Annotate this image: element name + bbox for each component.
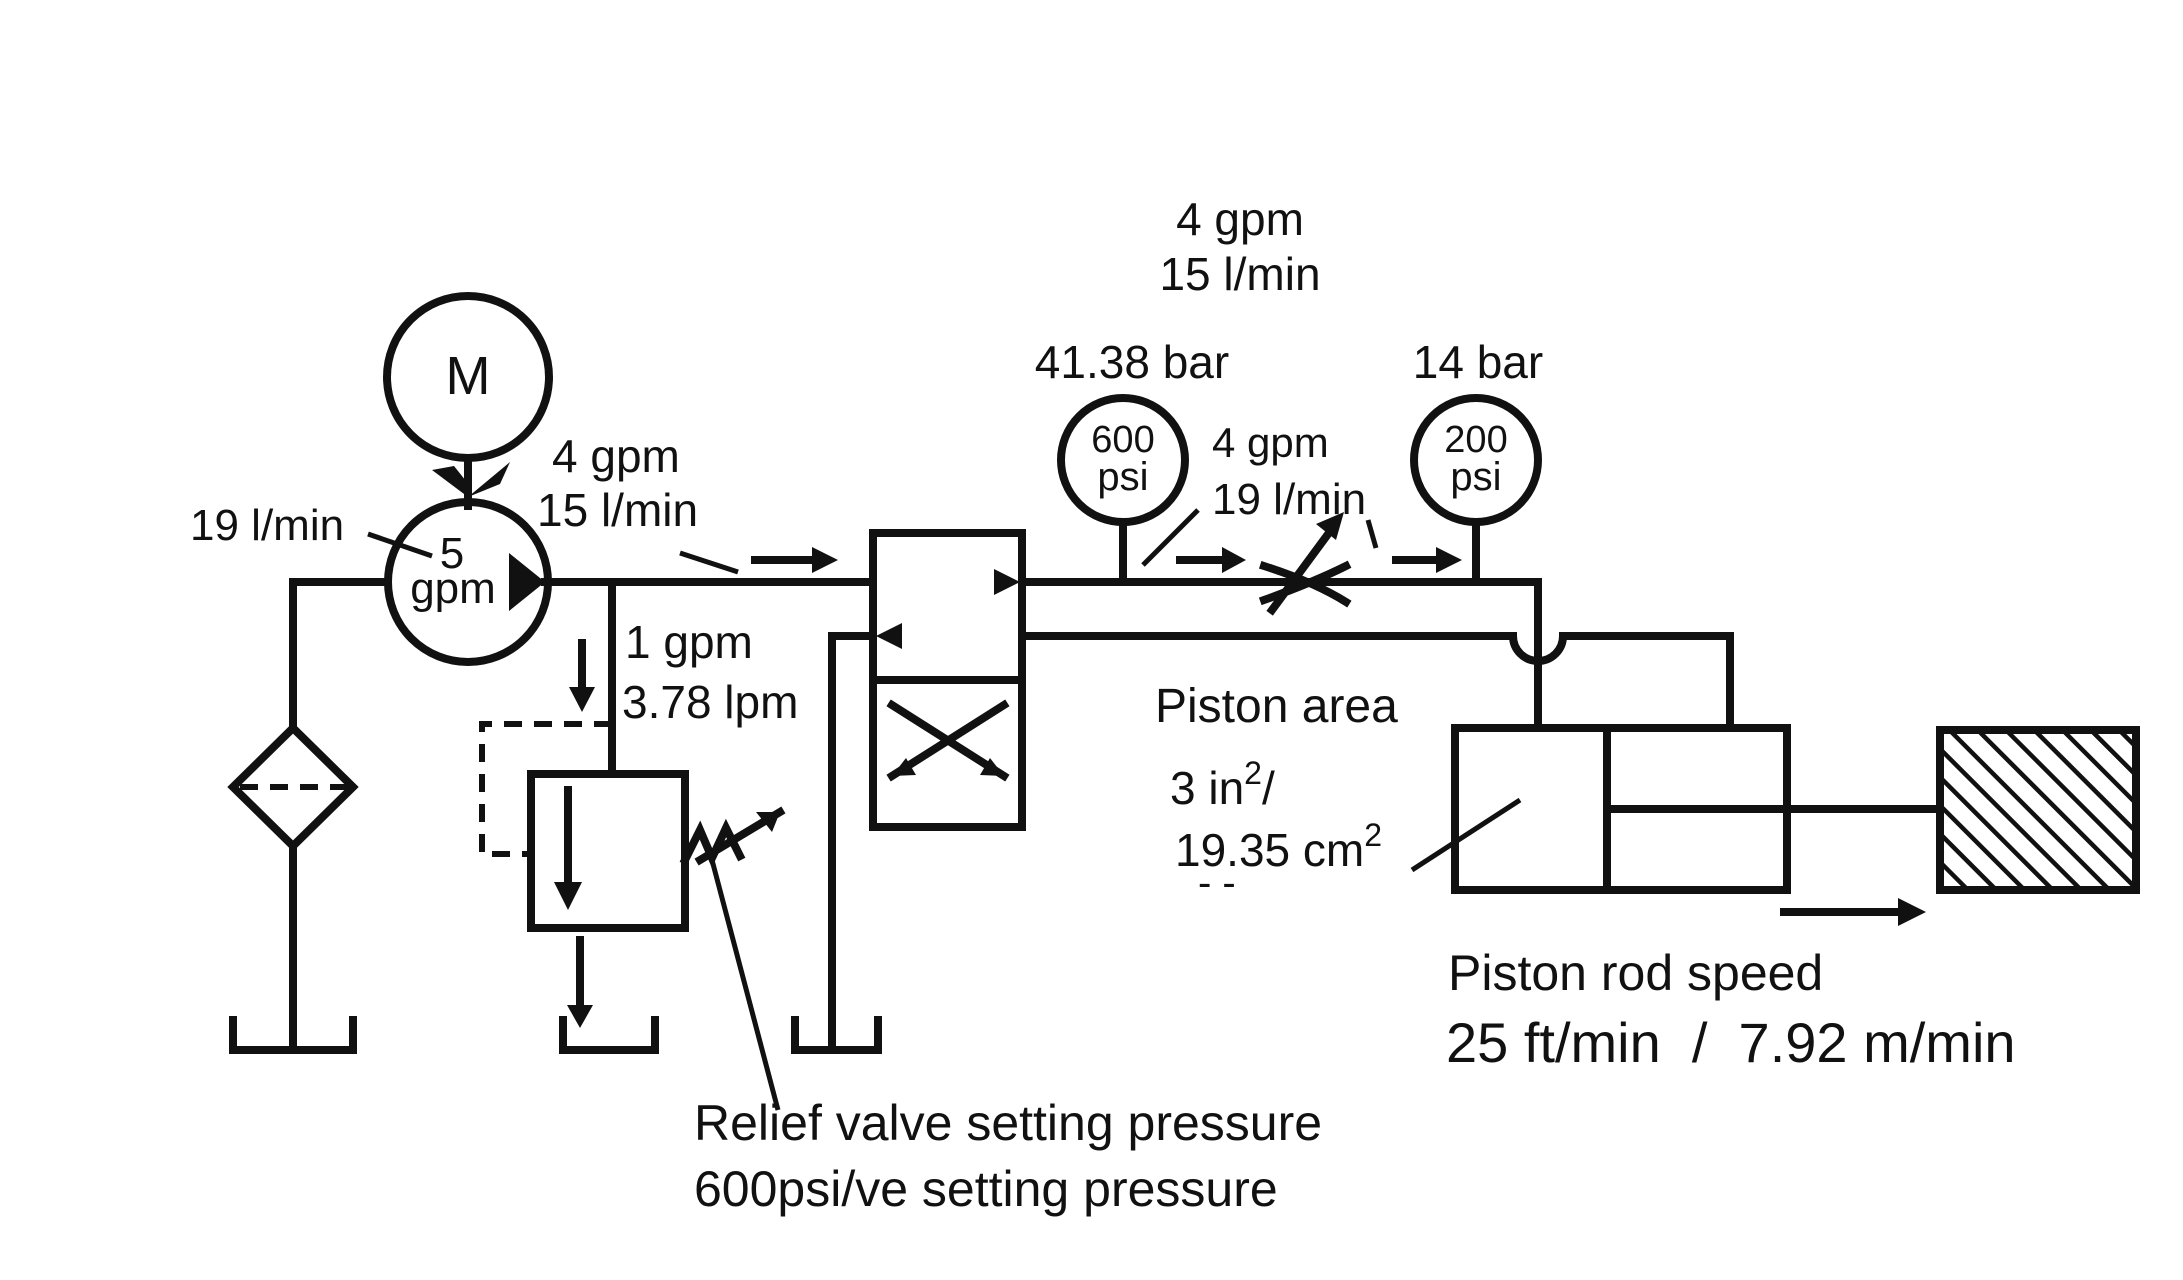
piston-area-imperial-value: 3 in bbox=[1170, 762, 1244, 814]
relief-branch-line bbox=[569, 578, 616, 778]
flow-arrow-2 bbox=[1176, 547, 1246, 573]
rod-speed-value: 25 ft/min / 7.92 m/min bbox=[1446, 1011, 2016, 1074]
gauge-2-psi-unit: psi bbox=[1450, 455, 1501, 499]
pressure-gauge-2: 14 bar 200 psi bbox=[1410, 336, 1543, 586]
relief-valve-label-line2: 600psi/ve setting pressure bbox=[694, 1161, 1278, 1217]
relief-valve-label-line1: Relief valve setting pressure bbox=[694, 1095, 1322, 1151]
return-line bbox=[828, 631, 1734, 1054]
top-flow-imperial: 4 gpm bbox=[1176, 193, 1304, 245]
pump-outlet-flow-imperial: 4 gpm bbox=[552, 430, 680, 482]
pump-direction-arrow bbox=[509, 553, 545, 611]
gauge-1-psi-unit: psi bbox=[1097, 455, 1148, 499]
piston-area-imperial: 3 in2/ bbox=[1170, 755, 1275, 814]
pump-outlet-flow-metric: 15 l/min bbox=[537, 484, 698, 536]
gauge-2-psi-value: 200 bbox=[1444, 419, 1507, 461]
load-block bbox=[1936, 726, 2140, 894]
rod-motion-arrow bbox=[1780, 898, 1926, 926]
flow-arrow-3 bbox=[1392, 547, 1462, 573]
motor-symbol: M bbox=[446, 346, 491, 406]
pump-flow-unit: gpm bbox=[410, 564, 496, 613]
pump-flow-value: 5 bbox=[440, 529, 464, 578]
electric-motor: M bbox=[383, 292, 553, 510]
directional-control-valve bbox=[869, 529, 1026, 831]
relief-branch-flow-metric: 3.78 lpm bbox=[622, 676, 798, 728]
piston-area-imperial-sep: / bbox=[1262, 762, 1275, 814]
rod-speed-label: Piston rod speed bbox=[1448, 945, 1823, 1001]
piston-area-metric-value: 19.35 cm bbox=[1175, 824, 1364, 876]
suction-filter bbox=[227, 722, 359, 852]
dcv-parallel-arrow-head bbox=[994, 569, 1020, 595]
piston-area-metric-sup: 2 bbox=[1364, 817, 1382, 853]
piston-area-tail: - - bbox=[1198, 861, 1236, 905]
tank-1 bbox=[229, 1016, 357, 1054]
tank-3 bbox=[791, 1016, 882, 1054]
gauge-1-bar-label: 41.38 bar bbox=[1035, 336, 1229, 388]
piston-area-imperial-sup: 2 bbox=[1244, 755, 1262, 791]
throttle-valve: 4 gpm 19 l/min bbox=[1141, 419, 1462, 616]
hydraulic-pump: 5 gpm 19 l/min bbox=[190, 498, 552, 666]
hydraulic-cylinder bbox=[1410, 724, 1944, 894]
piston-area-label: Piston area bbox=[1155, 680, 1398, 733]
gauge-1-psi-value: 600 bbox=[1091, 419, 1154, 461]
gauge-2-bar-label: 14 bar bbox=[1413, 336, 1543, 388]
throttle-flow-metric: 19 l/min bbox=[1212, 475, 1366, 524]
pump-flow-metric-label: 19 l/min bbox=[190, 501, 344, 550]
throttle-flow-imperial: 4 gpm bbox=[1212, 419, 1329, 466]
suction-line bbox=[289, 578, 392, 1054]
piston-area-metric: 19.35 cm2 bbox=[1175, 817, 1382, 876]
relief-valve bbox=[479, 721, 786, 1111]
tank-2 bbox=[559, 1016, 659, 1054]
pressure-line bbox=[541, 547, 1542, 732]
relief-branch-flow-imperial: 1 gpm bbox=[625, 616, 753, 668]
pressure-gauge-1: 41.38 bar 600 psi bbox=[1035, 336, 1229, 586]
top-flow-metric: 15 l/min bbox=[1159, 248, 1320, 300]
flow-arrow-1 bbox=[751, 547, 838, 573]
dcv-return-arrow-head bbox=[876, 623, 902, 649]
